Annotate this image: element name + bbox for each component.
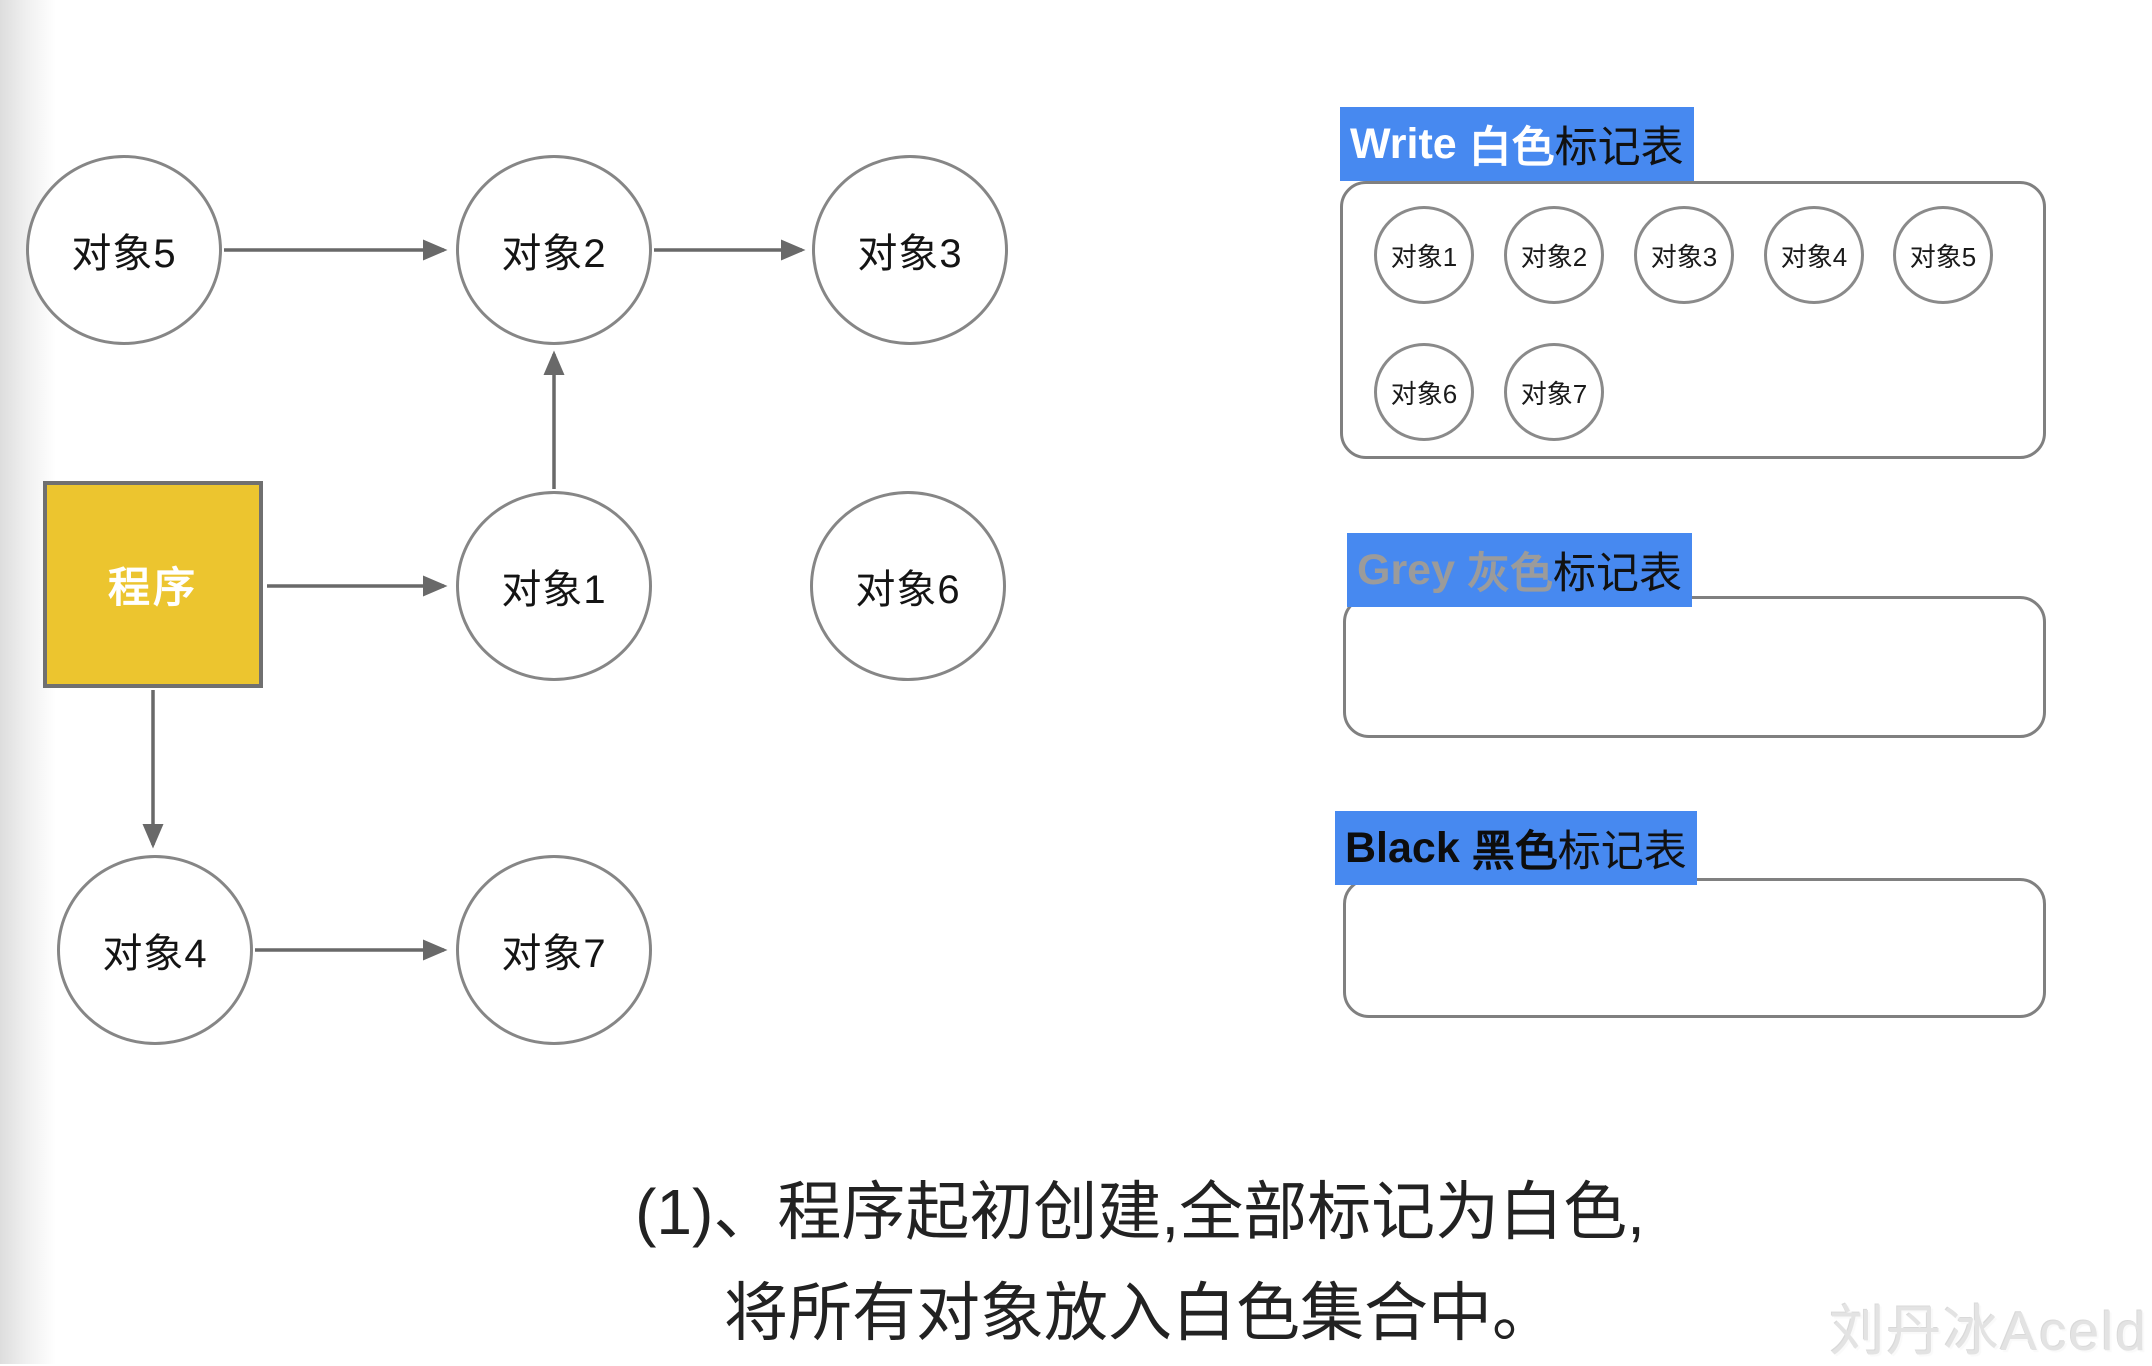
node-obj7: 对象7 bbox=[456, 855, 652, 1045]
white-table-title-suffix: 标记表 bbox=[1554, 124, 1684, 172]
watermark: 刘丹冰Aceld bbox=[1829, 1300, 2148, 1362]
node-obj4: 对象4 bbox=[57, 855, 253, 1045]
white-table-item: 对象5 bbox=[1893, 206, 1993, 304]
white-table-item: 对象2 bbox=[1504, 206, 1604, 304]
node-obj1: 对象1 bbox=[456, 491, 652, 681]
grey-table-banner: Grey 灰色标记表 bbox=[1347, 533, 1692, 607]
white-table-title-color: 白色 bbox=[1468, 124, 1555, 172]
black-table-title-en: Black bbox=[1345, 823, 1472, 872]
white-table-item: 对象1 bbox=[1374, 206, 1474, 304]
white-table-item: 对象4 bbox=[1764, 206, 1864, 304]
white-table-title-en: Write bbox=[1350, 119, 1469, 168]
black-table-box bbox=[1343, 878, 2046, 1018]
white-table-item: 对象6 bbox=[1374, 343, 1474, 441]
node-obj5: 对象5 bbox=[26, 155, 222, 345]
black-table-banner: Black 黑色标记表 bbox=[1335, 811, 1697, 885]
caption: (1)、程序起初创建,全部标记为白色, 将所有对象放入白色集合中。 bbox=[430, 1162, 1850, 1364]
node-obj6: 对象6 bbox=[810, 491, 1006, 681]
grey-table-title-en: Grey bbox=[1357, 545, 1467, 594]
grey-table-box bbox=[1343, 596, 2046, 738]
node-obj2: 对象2 bbox=[456, 155, 652, 345]
caption-line-1: (1)、程序起初创建,全部标记为白色, bbox=[635, 1176, 1645, 1248]
white-table-banner: Write 白色标记表 bbox=[1340, 107, 1694, 181]
node-obj3: 对象3 bbox=[812, 155, 1008, 345]
white-table-item: 对象3 bbox=[1634, 206, 1734, 304]
grey-table-title-color: 灰色 bbox=[1466, 550, 1553, 598]
caption-line-2: 将所有对象放入白色集合中。 bbox=[724, 1277, 1556, 1350]
program-box: 程序 bbox=[43, 481, 263, 688]
grey-table-title-suffix: 标记表 bbox=[1552, 550, 1682, 598]
white-table-item: 对象7 bbox=[1504, 343, 1604, 441]
black-table-title-color: 黑色 bbox=[1471, 828, 1558, 876]
black-table-title-suffix: 标记表 bbox=[1557, 828, 1687, 876]
